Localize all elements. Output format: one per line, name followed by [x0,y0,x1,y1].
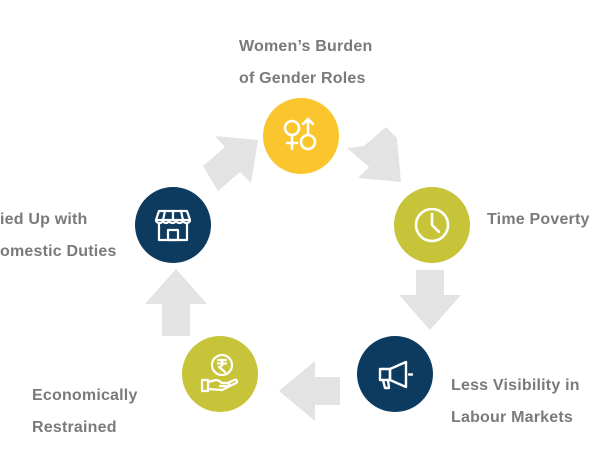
arrow-econ-to-tied [145,269,207,336]
label-economically-restrained-line1: Economically [32,387,138,404]
megaphone-icon [378,360,414,390]
arrow-burden-to-time [347,127,401,182]
label-less-visibility-line2: Labour Markets [451,409,573,426]
label-womens-burden: Women’s Burden of Gender Roles [239,31,372,95]
label-economically-restrained-line2: Restrained [32,419,117,436]
store-icon [154,209,192,242]
node-economically-restrained [182,336,258,412]
clock-icon [414,207,450,243]
label-less-visibility: Less Visibility in Labour Markets [451,370,580,434]
label-womens-burden-line1: Women’s Burden [239,38,373,55]
label-womens-burden-line2: of Gender Roles [239,70,366,87]
label-tied-up: ied Up with omestic Duties [0,204,117,268]
label-time-poverty: Time Poverty [487,204,590,236]
arrow-time-to-visibility [399,270,461,330]
node-womens-burden [263,98,339,174]
rupee-coin-hand-icon [200,353,239,393]
node-less-visibility [357,336,433,412]
label-tied-up-line1: ied Up with [0,211,88,228]
label-time-poverty-line1: Time Poverty [487,211,590,228]
arrow-tied-to-burden [203,136,258,191]
label-economically-restrained: Economically Restrained [32,380,138,444]
label-tied-up-line2: omestic Duties [0,243,117,260]
label-less-visibility-line1: Less Visibility in [451,377,580,394]
node-tied-up [135,187,211,263]
node-time-poverty [394,187,470,263]
gender-symbols-icon [283,117,317,151]
arrow-visibility-to-econ [279,361,340,421]
